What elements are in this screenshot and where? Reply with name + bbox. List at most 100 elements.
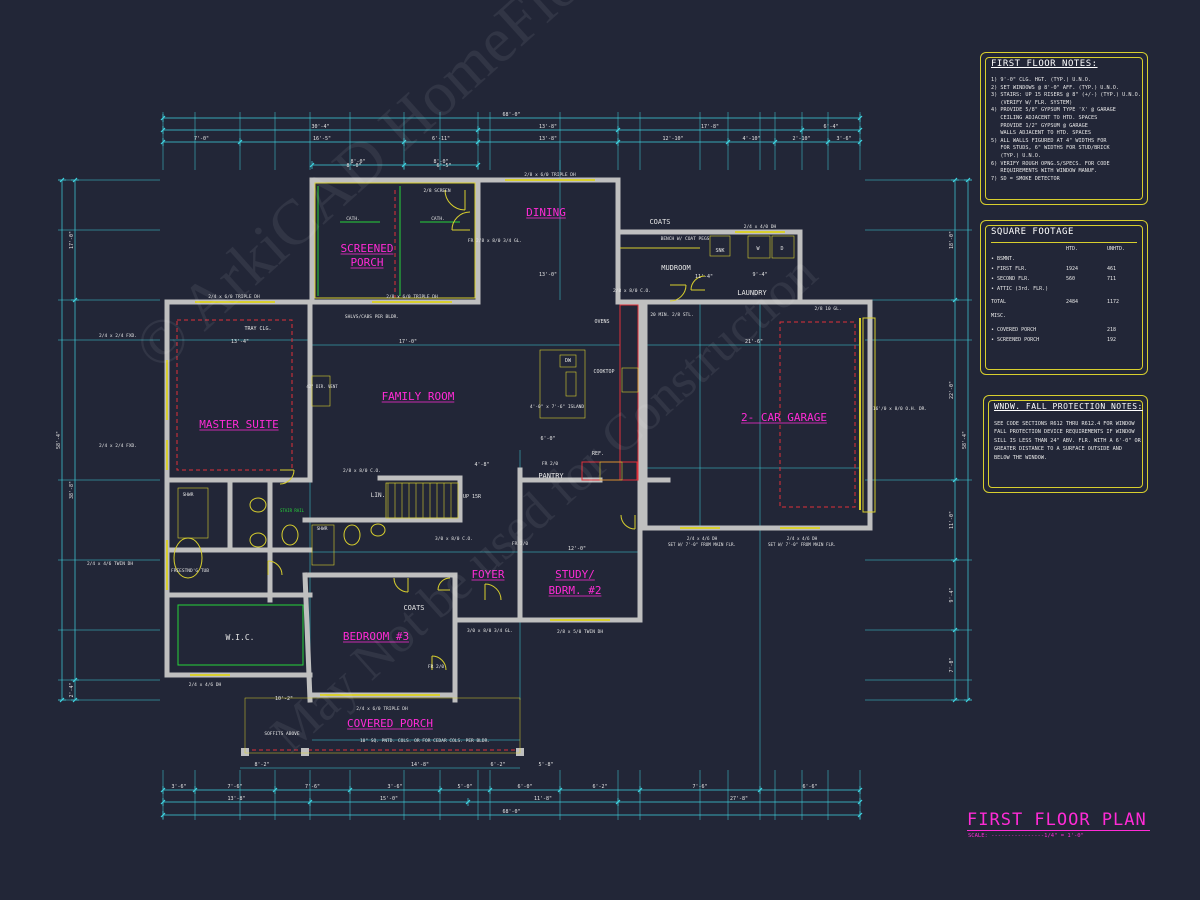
room-label-pantry: PANTRY [538, 472, 564, 480]
note-line: 2) SET WINDOWS @ 8'-0" AFF. (TYP.) U.N.O… [991, 84, 1120, 91]
dim-label: 6'-6" [802, 784, 817, 790]
plan-text: 68'-0"30'-4"13'-8"17'-8"6'-4"7'-0"16'-5"… [56, 112, 968, 815]
fall-note-line: FALL PROTECTION DEVICE REQUIREMENTS IF W… [994, 429, 1135, 436]
dim-label: 7'-6" [692, 784, 707, 790]
dim-label: 58'-4" [56, 431, 62, 449]
window-label-w5: 2/4 x 2/4 FXD. [99, 333, 137, 339]
toilet-2 [343, 524, 361, 546]
dim-label: 7'-0" [949, 657, 955, 672]
wall-segment [302, 572, 313, 703]
green-elements [177, 186, 460, 666]
dim-label: 68'-0" [502, 809, 520, 815]
plan-title-underline [967, 830, 1150, 831]
label-up: UP 15R [463, 494, 482, 500]
stair-outline [385, 482, 459, 519]
dim-label: 7'-6" [305, 784, 320, 790]
window-label-w12: 2/4 x 4/6 DH [787, 536, 818, 541]
label-sink: SNK [715, 248, 724, 254]
note-line: PROVIDE 1/2" GYPSUM @ GARAGE [991, 122, 1088, 129]
master-shower [177, 487, 209, 539]
square-footage-box: SQUARE FOOTAGE HTD. UNHTD. • BSMNT.• FIR… [980, 220, 1148, 375]
plan-title: FIRST FLOOR PLAN [967, 810, 1147, 830]
door-bed3 [393, 577, 409, 593]
window-label-w10: 2/8 x 5/0 TWIN DH [557, 629, 603, 635]
kitchen-counter [619, 304, 639, 481]
dim-label: 22'-0" [949, 381, 955, 399]
fall-protection-text: SEE CODE SECTIONS R612 THRU R612.4 FOR W… [994, 420, 1141, 462]
label-min_stl: 20 MIN. 2/8 STL. [650, 312, 693, 318]
covered-porch [244, 697, 521, 754]
room-label-bedroom3: BEDROOM #3 [343, 630, 409, 643]
label-fr_pantry: FR 2/0 [542, 461, 559, 467]
cooktop [621, 367, 639, 393]
dim-label: 6'-11" [432, 136, 450, 142]
room-label-study_1: STUDY/ [555, 568, 595, 581]
interior-dim-label: 9'-4" [752, 272, 767, 278]
label-island: 4'-0" x 7'-6" ISLAND [530, 404, 584, 410]
dim-label: 3'-6" [387, 784, 402, 790]
dim-label: 11'-0" [949, 511, 955, 529]
fireplace [311, 375, 331, 407]
window-label-w11-2: SET W/ 7'-0" FROM MAIN FLR. [668, 542, 736, 547]
dim-label: 30'-4" [311, 124, 329, 130]
label-cd1: 2/8 x 8/0 C.O. [343, 468, 381, 474]
dim-label: 18'-0" [949, 231, 955, 249]
dimension-lines [58, 112, 972, 820]
dim-label: 3'-6" [171, 784, 186, 790]
dim-label: 2'-4" [69, 682, 75, 697]
porch-column [301, 748, 309, 756]
dim-label: 13'-8" [539, 124, 557, 130]
door-bath [267, 560, 283, 576]
room-label-laundry: LAUNDRY [737, 289, 767, 297]
window-label-w14: 2/8 10 GL. [814, 306, 841, 312]
first-floor-notes-list: 1) 9'-0" CLG. HGT. (TYP.) U.N.O.2) SET W… [991, 77, 1141, 183]
room-label-mudroom: MUDROOM [661, 264, 691, 272]
room-label-garage: 2- CAR GARAGE [741, 411, 827, 424]
label-w: W [756, 246, 760, 252]
first-floor-notes-box: FIRST FLOOR NOTES: 1) 9'-0" CLG. HGT. (T… [980, 52, 1148, 205]
interior-dim-label: 11'-4" [695, 274, 713, 280]
room-label-family_room: FAMILY ROOM [382, 390, 455, 403]
window-label-w8: 2/4 x 4/6 DH [189, 682, 222, 688]
dim-label: 16'-5" [313, 136, 331, 142]
doors-fixtures [166, 179, 876, 756]
interior-dim-label: 6'-5" [436, 163, 451, 169]
hall-shower [311, 524, 335, 566]
room-label-master_suite: MASTER SUITE [199, 418, 278, 431]
toilet-1 [281, 524, 299, 546]
fall-note-line: SEE CODE SECTIONS R612 THRU R612.4 FOR W… [994, 421, 1135, 427]
master-sink-2 [249, 532, 267, 548]
sink [709, 235, 731, 257]
interior-dim-label: 12'-0" [568, 546, 586, 552]
label-soffits: SOFFITS ABOVE [264, 731, 300, 737]
window-label-w11: 2/4 x 4/6 DH [687, 536, 718, 541]
room-label-wic: W.I.C. [226, 633, 255, 642]
label-coats_top: COATS [649, 218, 670, 226]
wic-shelving [177, 604, 304, 666]
note-line: 7) SD = SMOKE DETECTOR [991, 175, 1060, 182]
fall-note-line: BELOW THE WINDOW. [994, 454, 1048, 461]
interior-dim-label: 4'-8" [474, 462, 489, 468]
room-label-foyer: FOYER [471, 568, 504, 581]
label-shlvs: SHLVS/CABS PER BLDR. [345, 314, 399, 320]
dryer [771, 235, 795, 259]
window-label-w2: 2/4 x 6/0 TRIPLE DH [208, 294, 260, 300]
label-screen_door: 2/8 SCREEN [423, 188, 450, 194]
note-line: 1) 9'-0" CLG. HGT. (TYP.) U.N.O. [991, 77, 1091, 83]
window-label-w12-2: SET W/ 7'-0" FROM MAIN FLR. [768, 542, 836, 547]
interior-dim-label: 21'-6" [745, 339, 763, 345]
dim-label: 7'-6" [227, 784, 242, 790]
window-label-w6: 2/4 x 2/4 FXD. [99, 443, 137, 449]
dim-label: 17'-8" [701, 124, 719, 130]
label-cols: 10" SQ. PNTD. COLS. OR FOR CEDAR COLS. P… [360, 738, 490, 744]
label-tub: FREESTND'G TUB [171, 568, 209, 574]
label-cooktop: COOKTOP [593, 369, 614, 375]
red-dashed-lines [176, 190, 856, 751]
kitchen-counter-2 [581, 461, 638, 481]
dim-slash [309, 162, 315, 168]
interior-dim-label: 6'-0" [540, 436, 555, 442]
dishwasher [559, 354, 577, 368]
dim-label: 7'-0" [194, 136, 209, 142]
label-cath1: CATH. [346, 216, 360, 222]
screened-porch-frame [314, 182, 476, 299]
